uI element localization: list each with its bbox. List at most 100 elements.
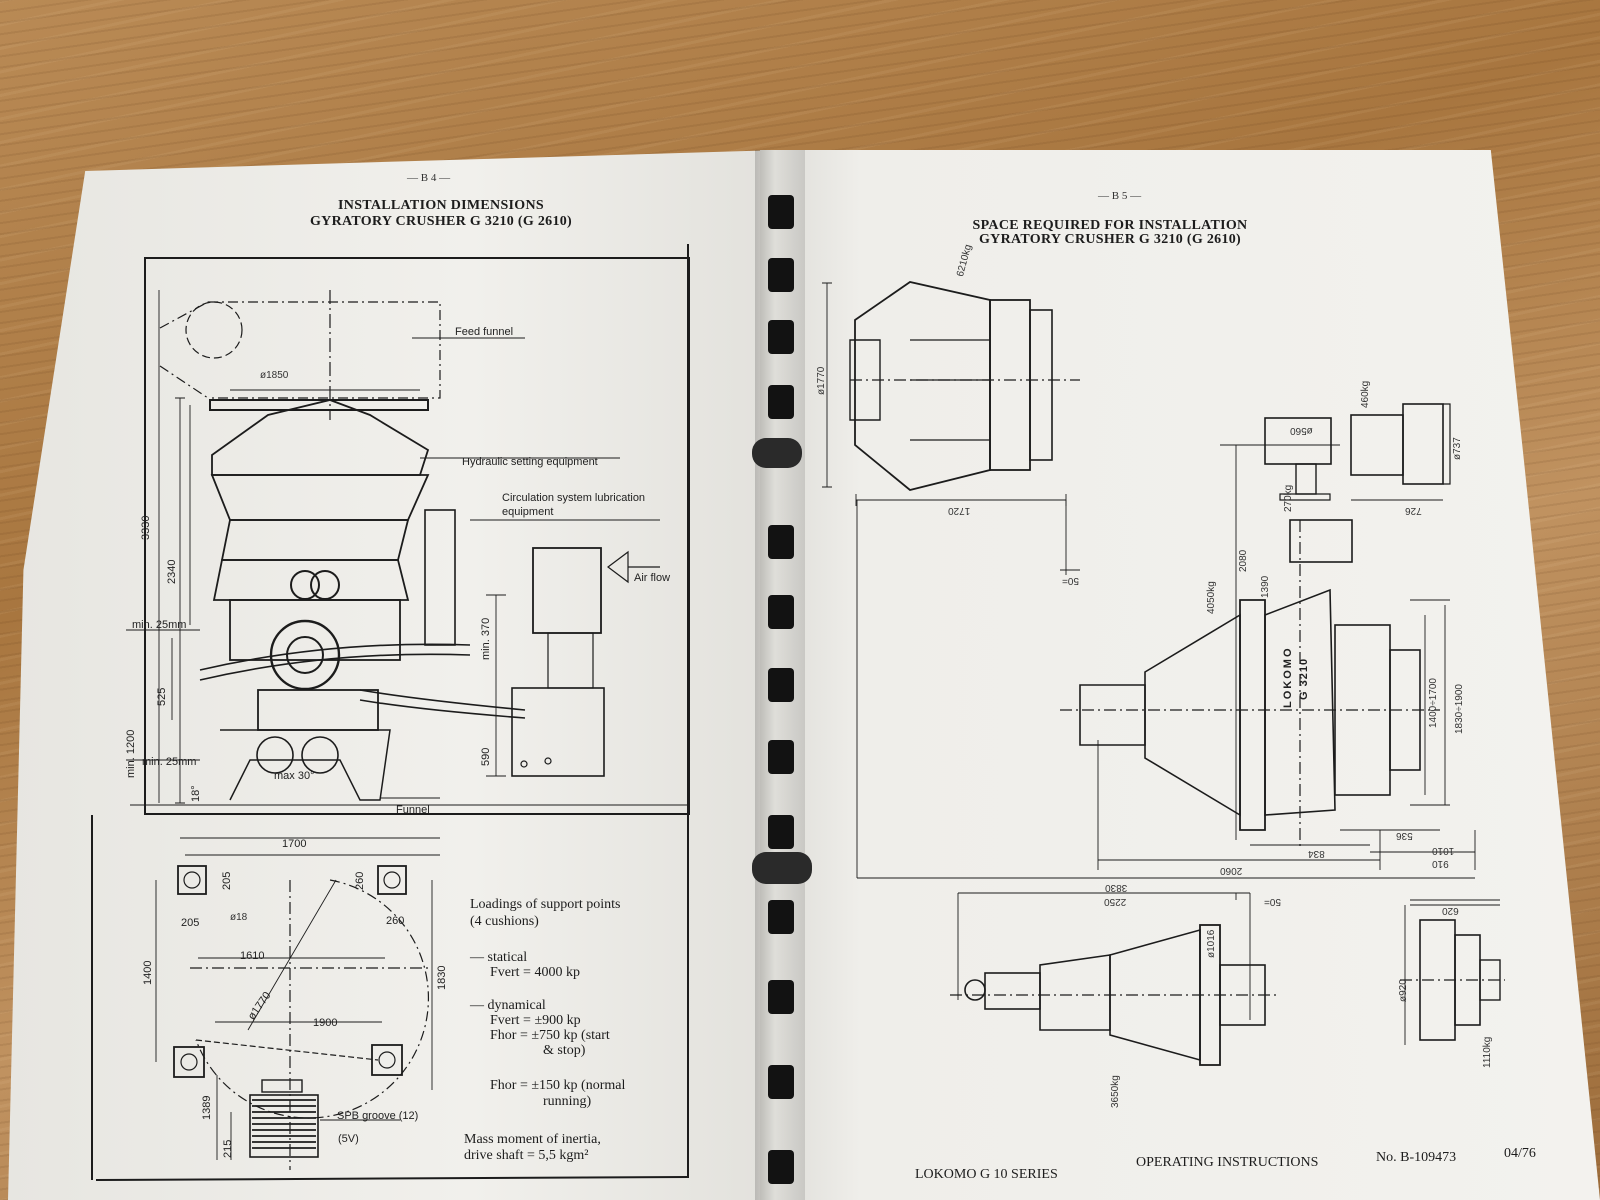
dim-726: 726	[1405, 505, 1422, 516]
binding-ring	[768, 1150, 794, 1184]
dim-1700: 1700	[282, 838, 307, 850]
right-title-line1: SPACE REQUIRED FOR INSTALLATION	[972, 218, 1248, 233]
funnel-label: Funnel	[396, 804, 430, 816]
weight-3650: 3650kg	[1110, 1075, 1121, 1108]
feed-funnel-circle	[185, 301, 243, 359]
loadings-subheading: (4 cushions)	[470, 914, 539, 929]
dim-1400-1700: 1400÷1700	[1428, 678, 1439, 728]
brand-lokomo: LOKOMO	[1282, 646, 1294, 709]
loadings-heading: Loadings of support points	[470, 897, 621, 912]
drive-shaft	[1079, 684, 1146, 746]
binding-ring	[768, 668, 794, 702]
dyn-hor-normal-cont: running)	[543, 1094, 592, 1109]
dim-260-horiz: 260	[386, 915, 405, 927]
statical-label: — statical	[470, 950, 528, 965]
dyn-hor-start-cont: & stop)	[543, 1043, 586, 1058]
dim-1610: 1610	[240, 950, 265, 962]
bottom-shaft	[984, 972, 1041, 1010]
dim-1850: ø1850	[260, 370, 289, 381]
dyn-hor-normal: Fhor = ±150 kp (normal	[490, 1078, 626, 1093]
binding-ring	[768, 900, 794, 934]
left-page	[8, 150, 780, 1200]
plan-circle	[195, 879, 429, 1119]
binding-ring	[768, 258, 794, 292]
dim-205-bottom: 205	[181, 917, 200, 929]
binding-ring	[768, 595, 794, 629]
feed-funnel-label: Feed funnel	[455, 326, 514, 338]
shaft-eye	[964, 979, 986, 1001]
binding-ring	[768, 385, 794, 419]
support-cushion	[177, 865, 207, 895]
support-cushion	[173, 1046, 205, 1078]
binding-ring	[768, 195, 794, 229]
dim-phi1016: ø1016	[1206, 929, 1217, 958]
dim-3830: 3830	[1105, 882, 1128, 893]
pulley-wheel	[269, 619, 341, 691]
torn-hole	[752, 852, 812, 884]
dim-536: 536	[1396, 830, 1413, 841]
binding-ring	[768, 740, 794, 774]
dim-50-top: 50=	[1062, 575, 1079, 586]
support-cushion	[377, 865, 407, 895]
weight-4050: 4050kg	[1206, 581, 1217, 614]
dim-phi1770-right: ø1770	[816, 366, 827, 395]
five-v-label: (5V)	[338, 1133, 359, 1145]
hydraulic-label: Hydraulic setting equipment	[462, 456, 598, 468]
circulation-label-line1: Circulation system lubrication	[502, 492, 646, 504]
footer-doc-number: No. B-109473	[1376, 1150, 1457, 1165]
statical-value: Fvert = 4000 kp	[490, 965, 580, 980]
dyn-hor-start: Fhor = ±750 kp (start	[490, 1028, 610, 1043]
dim-620: 620	[1442, 905, 1459, 916]
dim-phi18: ø18	[230, 912, 248, 923]
dim-phi737: ø737	[1452, 437, 1463, 460]
circulation-label-line2: equipment	[502, 506, 554, 518]
torn-hole	[752, 438, 802, 468]
frame-bottom	[95, 1176, 689, 1181]
dim-phi560: ø560	[1290, 425, 1313, 436]
binding-ring	[768, 1065, 794, 1099]
weight-1110: 1110kg	[1482, 1036, 1493, 1068]
spb-groove-label: SPB groove (12)	[337, 1110, 419, 1122]
dim-910: 910	[1432, 858, 1449, 869]
dim-1900: 1900	[313, 1017, 338, 1029]
feed-funnel-outline	[208, 301, 441, 399]
dim-1830-1900: 1830÷1900	[1454, 684, 1465, 734]
pulley-groove	[249, 1094, 319, 1158]
dim-2060: 2060	[1220, 865, 1243, 876]
dim-min25-top: min. 25mm	[132, 619, 187, 631]
dynamical-label: — dynamical	[470, 998, 546, 1013]
footer-date: 04/76	[1504, 1146, 1536, 1161]
dim-phi920: ø920	[1398, 979, 1409, 1002]
dim-min25-bottom: min. 25mm	[142, 756, 197, 768]
footer-instructions: OPERATING INSTRUCTIONS	[1136, 1155, 1319, 1170]
dim-1010: 1010	[1432, 845, 1455, 856]
dim-2080: 2080	[1238, 549, 1249, 572]
footer-series: LOKOMO G 10 SERIES	[915, 1167, 1058, 1182]
left-page-number: — B 4 —	[407, 172, 451, 184]
support-cushion	[371, 1044, 403, 1076]
binding-ring	[768, 320, 794, 354]
dim-834: 834	[1308, 848, 1325, 859]
crusher-side-view	[854, 281, 991, 491]
weight-270: 270kg	[1283, 484, 1294, 512]
dim-1390: 1390	[1260, 575, 1271, 598]
mass-moment-line1: Mass moment of inertia,	[464, 1132, 601, 1147]
dim-2250: 2250	[1104, 896, 1127, 907]
binding-ring	[768, 815, 794, 849]
dyn-vert-value: Fvert = ±900 kp	[490, 1013, 581, 1028]
dim-max30: max 30°	[274, 770, 315, 782]
right-page-number: — B 5 —	[1098, 190, 1142, 202]
mass-moment-line2: drive shaft = 5,5 kgm²	[464, 1148, 589, 1163]
binding-ring	[768, 980, 794, 1014]
dim-50-bottom: 50=	[1264, 896, 1281, 907]
binding-ring	[768, 525, 794, 559]
air-flow-label: Air flow	[634, 572, 671, 584]
model-g3210: G 3210	[1298, 657, 1310, 700]
left-title-line2: GYRATORY CRUSHER G 3210 (G 2610)	[309, 214, 573, 229]
part-top-right	[1350, 414, 1404, 476]
left-title-line1: INSTALLATION DIMENSIONS	[338, 198, 544, 213]
right-title-line2: GYRATORY CRUSHER G 3210 (G 2610)	[978, 232, 1242, 247]
dim-1720: 1720	[948, 505, 971, 516]
